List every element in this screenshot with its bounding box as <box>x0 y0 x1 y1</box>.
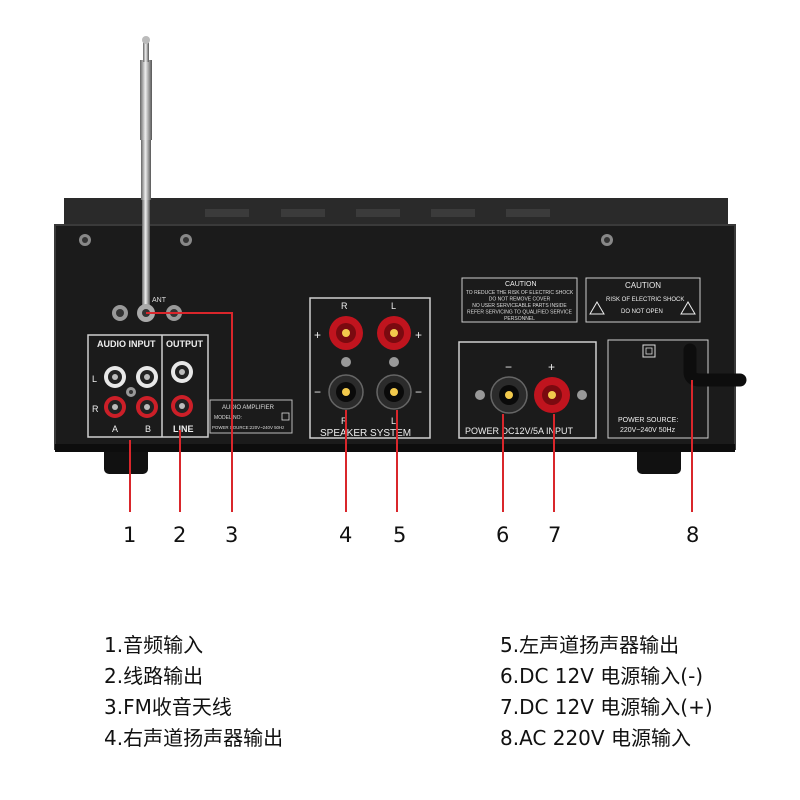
rca-input-b-l[interactable] <box>136 366 158 388</box>
rca-output-l[interactable] <box>171 361 193 383</box>
top-vents <box>205 209 550 217</box>
spk-l-top-label: L <box>391 301 396 311</box>
spk-l-bottom-label: L <box>391 416 396 426</box>
speaker-system-label: SPEAKER SYSTEM <box>320 428 411 439</box>
ac-power-cord <box>683 343 747 387</box>
spk-plus-left: + <box>314 328 321 342</box>
bottom-rail <box>55 444 735 452</box>
spk-minus-left: − <box>314 385 321 399</box>
ac-power-line1: POWER SOURCE: <box>618 417 678 424</box>
rca-output-r[interactable] <box>171 395 193 417</box>
legend-item-3: 3.FM收音天线 <box>104 695 232 719</box>
caution2-line1: RISK OF ELECTRIC SHOCK <box>606 297 684 303</box>
rca-input-b-r[interactable] <box>136 396 158 418</box>
legend-right: 5.左声道扬声器输出 6.DC 12V 电源输入(-) 7.DC 12V 电源输… <box>500 630 713 754</box>
warning-icon-right <box>680 301 696 315</box>
legend-item-7: 7.DC 12V 电源输入(+) <box>500 695 713 719</box>
caution1-line: DO NOT REMOVE COVER <box>489 297 551 303</box>
legend-item-8: 8.AC 220V 电源输入 <box>500 726 691 750</box>
legend-item-5: 5.左声道扬声器输出 <box>500 633 680 657</box>
input-b-label: B <box>145 424 151 434</box>
callout-number-3: 3 <box>225 523 239 547</box>
dc-power-section: − + POWER DC12V/5A INPUT <box>458 341 597 439</box>
caution1-line: PERSONNEL <box>504 316 535 322</box>
dc-minus-label: − <box>505 360 512 374</box>
ac-power-line2: 220V~240V 50Hz <box>620 427 676 434</box>
right-foot <box>637 446 681 474</box>
rca-input-a-l[interactable] <box>104 366 126 388</box>
legend-item-1: 1.音频输入 <box>104 633 204 657</box>
input-a-label: A <box>112 424 118 434</box>
spk-r-top-label: R <box>341 301 348 311</box>
callout-number-4: 4 <box>339 523 353 547</box>
speaker-l-minus-terminal[interactable] <box>376 374 412 410</box>
power-dc-label: POWER DC12V/5A INPUT <box>465 426 574 436</box>
caution1-line: REFER SERVICING TO QUALIFIED SERVICE <box>467 310 573 316</box>
speaker-r-plus-terminal[interactable] <box>329 316 363 350</box>
callout-number-5: 5 <box>393 523 407 547</box>
callout-line-3 <box>146 312 233 512</box>
speaker-system-section: R L + + − − R L SPEAKER SYSTEM <box>309 297 431 439</box>
caution1-line: NO USER SERVICEABLE PARTS INSIDE <box>472 303 567 309</box>
line-label: LINE <box>173 424 194 434</box>
input-r-label: R <box>92 404 99 414</box>
callout-lines <box>129 312 693 512</box>
caution-box-2: CAUTION RISK OF ELECTRIC SHOCK DO NOT OP… <box>585 277 701 323</box>
callout-number-8: 8 <box>686 523 700 547</box>
spk-plus-right: + <box>415 328 422 342</box>
audio-io-section: AUDIO INPUT OUTPUT L R A B LINE <box>87 334 209 438</box>
callout-number-7: 7 <box>548 523 562 547</box>
legend-item-2: 2.线路输出 <box>104 664 204 688</box>
info-model: MODEL NO: <box>214 415 242 421</box>
warning-icon <box>589 301 605 315</box>
ac-power-section: POWER SOURCE: 220V~240V 50Hz <box>607 339 747 439</box>
spk-minus-right: − <box>415 385 422 399</box>
caution2-title: CAUTION <box>625 281 661 290</box>
speaker-l-plus-terminal[interactable] <box>377 316 411 350</box>
caution1-line: TO REDUCE THE RISK OF ELECTRIC SHOCK <box>466 290 574 296</box>
model-info-label: AUDIO AMPLIFIER MODEL NO: POWER SOURCE:2… <box>209 399 293 434</box>
speaker-r-minus-terminal[interactable] <box>328 374 364 410</box>
ant-label: ANT <box>152 297 167 304</box>
legend-left: 1.音频输入 2.线路输出 3.FM收音天线 4.右声道扬声器输出 <box>104 630 283 754</box>
callout-number-2: 2 <box>173 523 187 547</box>
legend-item-4: 4.右声道扬声器输出 <box>104 726 284 750</box>
caution1-title: CAUTION <box>505 281 537 288</box>
chassis-screws <box>79 234 613 246</box>
caution-box-1: CAUTION TO REDUCE THE RISK OF ELECTRIC S… <box>461 277 578 323</box>
dc-plus-label: + <box>548 360 555 374</box>
input-l-label: L <box>92 374 97 384</box>
dc-positive-terminal[interactable] <box>534 377 570 413</box>
spk-r-bottom-label: R <box>341 416 348 426</box>
output-label: OUTPUT <box>166 339 204 349</box>
callout-number-6: 6 <box>496 523 510 547</box>
rca-input-a-r[interactable] <box>104 396 126 418</box>
info-title: AUDIO AMPLIFIER <box>222 405 275 411</box>
legend-item-6: 6.DC 12V 电源输入(-) <box>500 664 704 688</box>
audio-input-label: AUDIO INPUT <box>97 339 156 349</box>
info-power: POWER SOURCE:220V~240V 50Hz <box>212 425 284 430</box>
dc-negative-terminal[interactable] <box>490 376 528 414</box>
callout-number-1: 1 <box>123 523 137 547</box>
caution2-line2: DO NOT OPEN <box>621 309 663 315</box>
left-foot <box>104 446 148 474</box>
